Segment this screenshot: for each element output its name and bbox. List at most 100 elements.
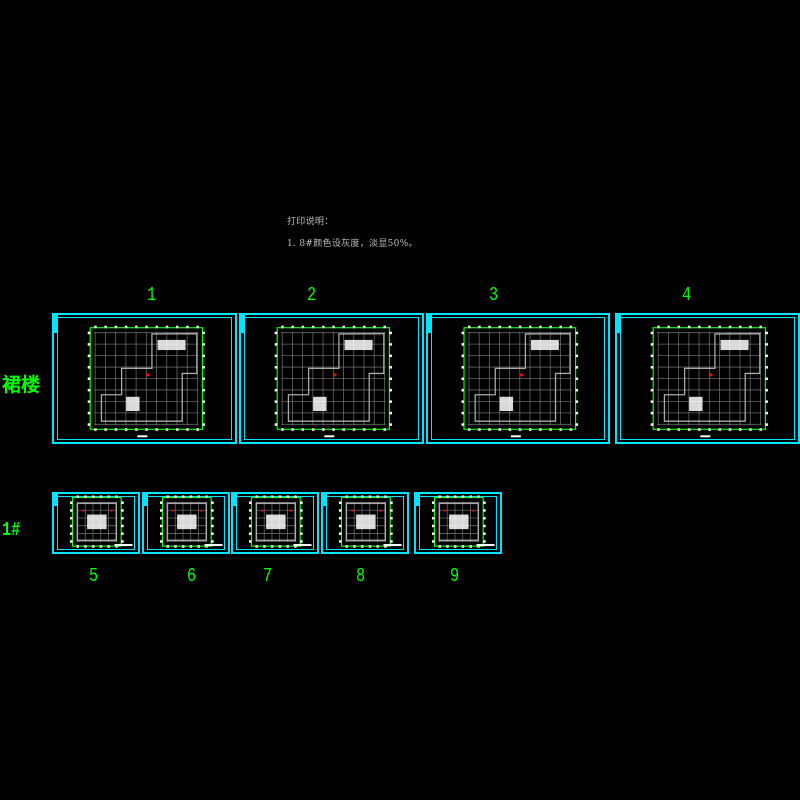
- drawing-title-bar: [293, 544, 312, 546]
- axis-marker: [87, 366, 91, 369]
- axis-marker: [135, 428, 138, 431]
- axis-marker: [765, 343, 768, 346]
- axis-marker: [124, 325, 128, 329]
- core-block: [356, 514, 376, 530]
- axis-marker: [461, 400, 464, 403]
- axis-marker: [389, 423, 392, 426]
- red-marker: [333, 373, 337, 377]
- axis-marker: [687, 325, 691, 329]
- floor-plan-drawing: [461, 325, 579, 438]
- drawing-sheet-8[interactable]: [321, 492, 409, 554]
- axis-marker: [211, 532, 214, 535]
- sheet-number-7: 7: [263, 565, 273, 587]
- axis-marker: [765, 331, 768, 335]
- axis-marker: [91, 545, 95, 548]
- core-block: [499, 396, 514, 412]
- axis-marker: [575, 354, 579, 358]
- axis-marker: [677, 428, 681, 431]
- axis-marker: [478, 325, 481, 329]
- axis-marker: [390, 524, 393, 528]
- axis-marker: [294, 495, 297, 498]
- axis-marker: [518, 325, 522, 329]
- core-block: [449, 514, 469, 530]
- sheet-number-3: 3: [489, 284, 499, 306]
- axis-marker: [69, 524, 73, 528]
- axis-marker: [389, 354, 392, 358]
- drawing-title-bar: [324, 435, 335, 438]
- axis-marker: [84, 495, 87, 498]
- axis-marker: [483, 509, 486, 512]
- axis-marker: [114, 428, 118, 431]
- axis-marker: [300, 540, 303, 543]
- axis-marker: [650, 423, 654, 426]
- axis-marker: [270, 545, 274, 548]
- axis-marker: [390, 516, 393, 520]
- axis-marker: [248, 540, 252, 543]
- axis-marker: [94, 428, 97, 431]
- axis-marker: [488, 428, 491, 431]
- axis-marker: [431, 516, 435, 520]
- drawing-sheet-3[interactable]: [426, 313, 610, 444]
- axis-marker: [99, 545, 103, 548]
- axis-marker: [286, 495, 289, 498]
- axis-marker: [274, 377, 278, 380]
- axis-marker: [281, 325, 284, 329]
- drawing-sheet-5[interactable]: [52, 492, 140, 554]
- sheet-title-tab: [616, 315, 621, 333]
- axis-frame: [71, 496, 122, 547]
- axis-marker: [657, 325, 660, 329]
- axis-marker: [159, 532, 163, 535]
- axis-marker: [338, 524, 342, 528]
- axis-marker: [338, 516, 342, 520]
- axis-marker: [483, 524, 486, 528]
- axis-marker: [389, 331, 392, 335]
- axis-marker: [76, 495, 79, 498]
- drawing-sheet-9[interactable]: [414, 492, 502, 554]
- axis-marker: [189, 495, 193, 498]
- axis-marker: [248, 509, 252, 512]
- axis-marker: [159, 509, 163, 512]
- drawing-sheet-2[interactable]: [239, 313, 424, 444]
- axis-marker: [353, 545, 356, 548]
- axis-marker: [248, 501, 252, 504]
- axis-marker: [87, 388, 91, 392]
- axis-marker: [518, 428, 522, 431]
- axis-marker: [87, 331, 91, 335]
- axis-marker: [687, 428, 691, 431]
- axis-marker: [186, 325, 189, 329]
- drawing-sheet-4[interactable]: [615, 313, 800, 444]
- axis-marker: [121, 509, 124, 512]
- axis-marker: [650, 343, 654, 346]
- sheet-number-9: 9: [450, 565, 460, 587]
- drawing-sheet-1[interactable]: [52, 313, 237, 444]
- floor-plan-drawing: [248, 495, 312, 548]
- axis-marker: [270, 495, 274, 498]
- axis-marker: [87, 354, 91, 358]
- axis-marker: [211, 540, 214, 543]
- print-note-title: 打印说明：: [287, 217, 334, 227]
- axis-marker: [291, 428, 294, 431]
- drawing-sheet-6[interactable]: [142, 492, 230, 554]
- axis-marker: [575, 423, 579, 426]
- axis-marker: [69, 501, 73, 504]
- axis-marker: [121, 532, 124, 535]
- group-label-tower-1: 1#: [2, 519, 21, 541]
- axis-marker: [202, 388, 205, 392]
- axis-marker: [155, 325, 159, 329]
- axis-marker: [211, 516, 214, 520]
- axis-marker: [311, 325, 315, 329]
- axis-marker: [322, 428, 325, 431]
- axis-marker: [765, 377, 768, 380]
- axis-marker: [431, 524, 435, 528]
- axis-marker: [300, 516, 303, 520]
- axis-marker: [498, 428, 501, 431]
- axis-marker: [300, 509, 303, 512]
- floor-plan-drawing: [87, 325, 205, 438]
- floor-plan-drawing: [69, 495, 133, 548]
- sheet-inner-border: [431, 317, 605, 440]
- axis-marker: [121, 540, 124, 543]
- axis-marker: [135, 325, 138, 329]
- axis-marker: [477, 545, 480, 548]
- drawing-sheet-7[interactable]: [231, 492, 319, 554]
- axis-marker: [338, 501, 342, 504]
